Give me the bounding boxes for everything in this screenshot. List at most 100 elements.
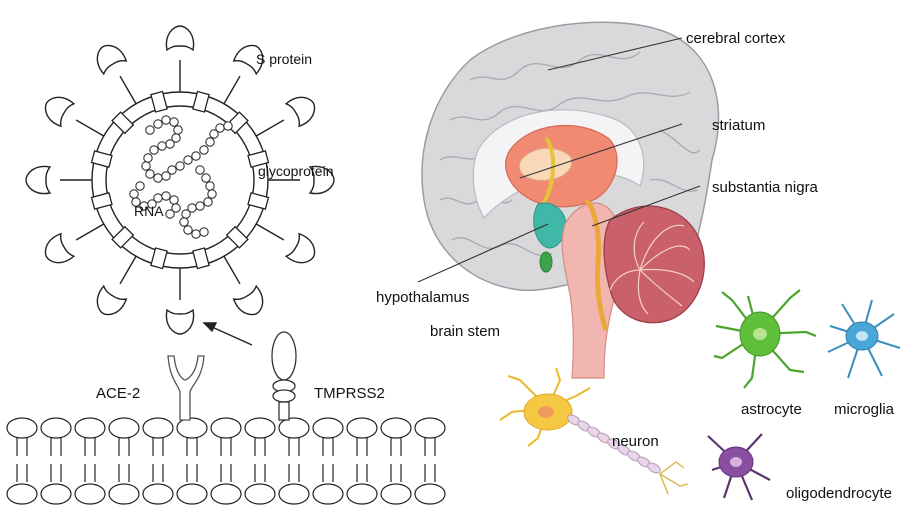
rna-bead [166, 140, 174, 148]
rna-bead [200, 146, 208, 154]
lipid-head-outer [7, 418, 37, 438]
rna-bead [170, 196, 178, 204]
s-protein-head [26, 166, 50, 193]
lipid-head-outer [415, 418, 445, 438]
s-protein-spike [120, 254, 137, 283]
lipid-head-outer [143, 418, 173, 438]
s-protein-head [40, 91, 74, 126]
neuron-cell [500, 368, 688, 494]
rna-bead [146, 126, 154, 134]
rna-bead [158, 142, 166, 150]
s-protein-head [286, 233, 320, 268]
rna-bead [130, 190, 138, 198]
astrocyte-label: astrocyte [741, 401, 802, 418]
rna-bead [154, 174, 162, 182]
rna-bead [184, 226, 192, 234]
lipid-head-outer [279, 418, 309, 438]
rna-bead [144, 154, 152, 162]
rna-bead [184, 156, 192, 164]
rna-bead [208, 190, 216, 198]
rna-bead [200, 228, 208, 236]
rna-bead [136, 182, 144, 190]
lipid-head-inner [7, 484, 37, 504]
binding-arrow [204, 323, 252, 345]
s-protein-spike [223, 76, 240, 105]
tmprss2-protease [272, 332, 296, 420]
rna-bead [166, 210, 174, 218]
rna-bead [150, 146, 158, 154]
s-protein-head [286, 91, 320, 126]
virus-particle [26, 26, 334, 334]
lipid-head-outer [347, 418, 377, 438]
rna-bead [154, 194, 162, 202]
substantia-nigra-label: substantia nigra [712, 179, 819, 196]
cerebral-cortex-label: cerebral cortex [686, 30, 786, 47]
striatum-label: striatum [712, 117, 765, 134]
lipid-head-inner [313, 484, 343, 504]
s-protein-head [233, 286, 268, 320]
cerebellum-region [604, 206, 704, 323]
rna-bead [204, 198, 212, 206]
rna-bead [168, 166, 176, 174]
rna-bead [174, 126, 182, 134]
lipid-head-inner [347, 484, 377, 504]
lipid-head-outer [313, 418, 343, 438]
tmprss2-label: TMPRSS2 [314, 385, 385, 402]
rna-bead [176, 162, 184, 170]
rna-bead [216, 124, 224, 132]
ace2-label: ACE-2 [96, 385, 140, 402]
glycoprotein-label: glycoprotein [258, 163, 334, 179]
lipid-head-inner [211, 484, 241, 504]
rna-bead [154, 120, 162, 128]
rna-bead [170, 118, 178, 126]
lipid-head-inner [109, 484, 139, 504]
microglia-label: microglia [834, 401, 895, 418]
lipid-head-outer [177, 418, 207, 438]
rna-bead [146, 170, 154, 178]
rna-bead [202, 174, 210, 182]
oligodendrocyte-label: oligodendrocyte [786, 485, 892, 502]
rna-bead [196, 202, 204, 210]
s-protein-spike [120, 76, 137, 105]
s-protein-head [166, 26, 193, 50]
lipid-head-outer [41, 418, 71, 438]
s-protein-spike [254, 223, 283, 240]
lipid-head-inner [279, 484, 309, 504]
lipid-head-inner [245, 484, 275, 504]
lipid-head-inner [75, 484, 105, 504]
lipid-head-inner [381, 484, 411, 504]
rna-bead [224, 122, 232, 130]
lipid-head-outer [109, 418, 139, 438]
s-protein-head [166, 310, 193, 334]
s-protein-head [91, 40, 126, 74]
rna-bead [196, 166, 204, 174]
rna-bead [162, 116, 170, 124]
rna-bead [206, 182, 214, 190]
lipid-head-inner [415, 484, 445, 504]
s-protein-spike [223, 254, 240, 283]
s-protein-spike [254, 120, 283, 137]
rna-bead [192, 230, 200, 238]
lipid-head-outer [211, 418, 241, 438]
lipid-head-outer [381, 418, 411, 438]
lipid-head-inner [143, 484, 173, 504]
microglia-cell [828, 300, 900, 378]
rna-bead [182, 210, 190, 218]
lipid-head-inner [41, 484, 71, 504]
rna-label: RNA [134, 203, 164, 219]
s-protein-head [91, 286, 126, 320]
rna-bead [180, 218, 188, 226]
s-protein-label: S protein [256, 51, 312, 67]
rna-bead [142, 162, 150, 170]
rna-bead [162, 192, 170, 200]
oligodendrocyte-cell [708, 434, 770, 500]
ace2-receptor [168, 356, 204, 420]
rna-bead [206, 138, 214, 146]
neuron-label: neuron [612, 433, 659, 450]
lipid-head-outer [245, 418, 275, 438]
astrocyte-cell [714, 290, 816, 388]
rna-bead [192, 152, 200, 160]
lipid-head-inner [177, 484, 207, 504]
s-protein-spike [76, 223, 105, 240]
